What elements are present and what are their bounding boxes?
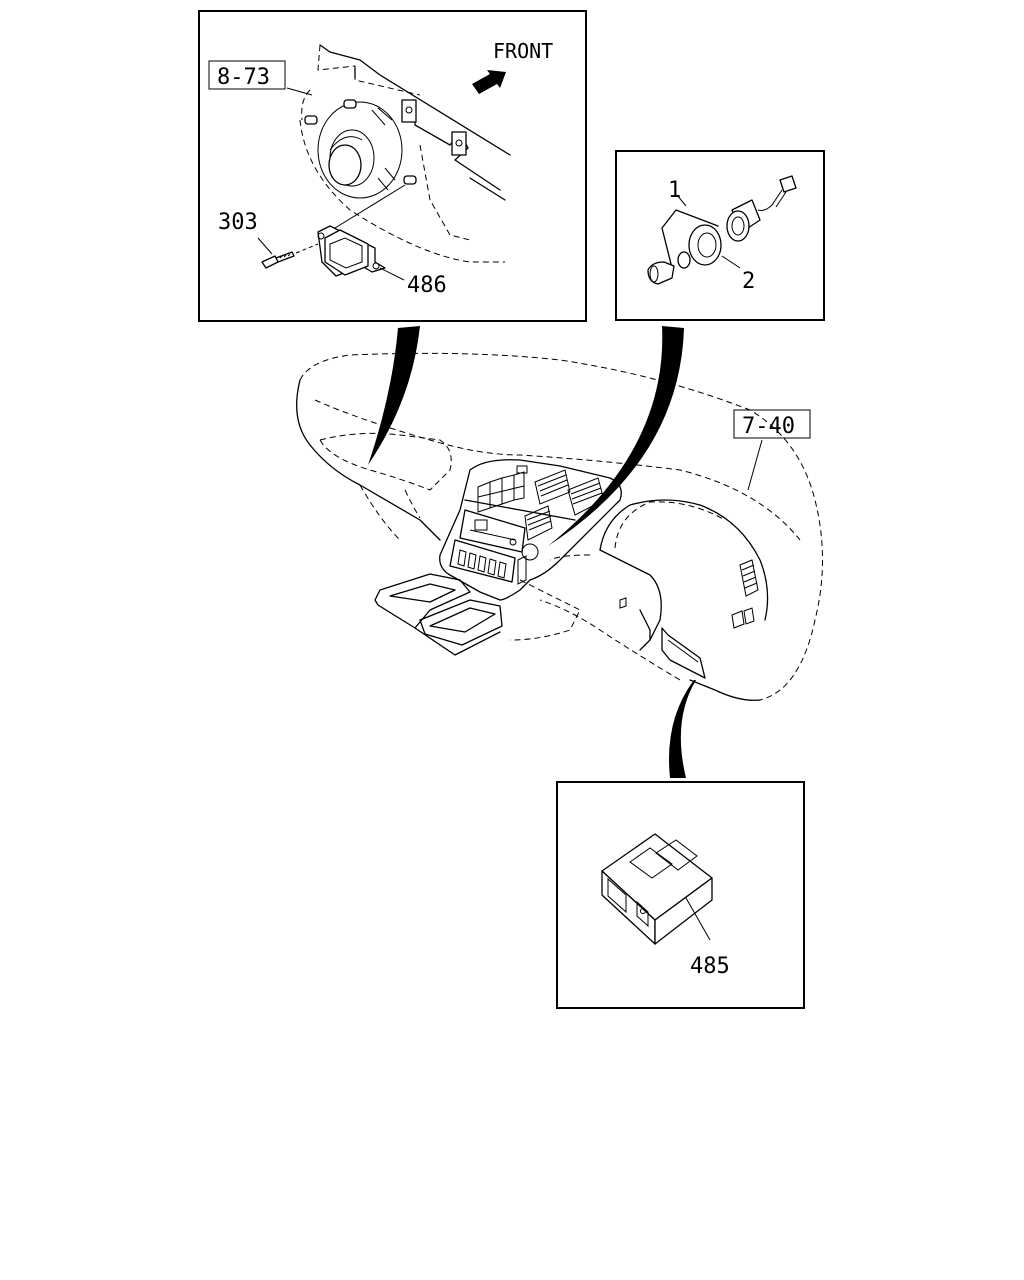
callout-485: 485 [690,954,730,979]
pointer-arrow-b [548,326,684,546]
callout-1: 1 [668,178,681,203]
arrow-icon [472,70,506,94]
detail-box-c: 485 [556,781,805,1009]
detail-box-b: 1 2 [615,150,825,321]
callout-303: 303 [218,210,258,235]
dashboard-assembly: 7-40 [296,352,823,701]
detail-box-a: FRONT 8-73 303 486 [198,10,587,322]
pointer-arrow-a [368,326,420,465]
callout-486: 486 [407,273,447,298]
direction-label: FRONT [493,39,553,63]
callout-8-73: 8-73 [217,65,270,90]
callout-2: 2 [742,269,755,294]
pointer-arrow-c [669,680,696,778]
callout-7-40: 7-40 [742,414,795,439]
